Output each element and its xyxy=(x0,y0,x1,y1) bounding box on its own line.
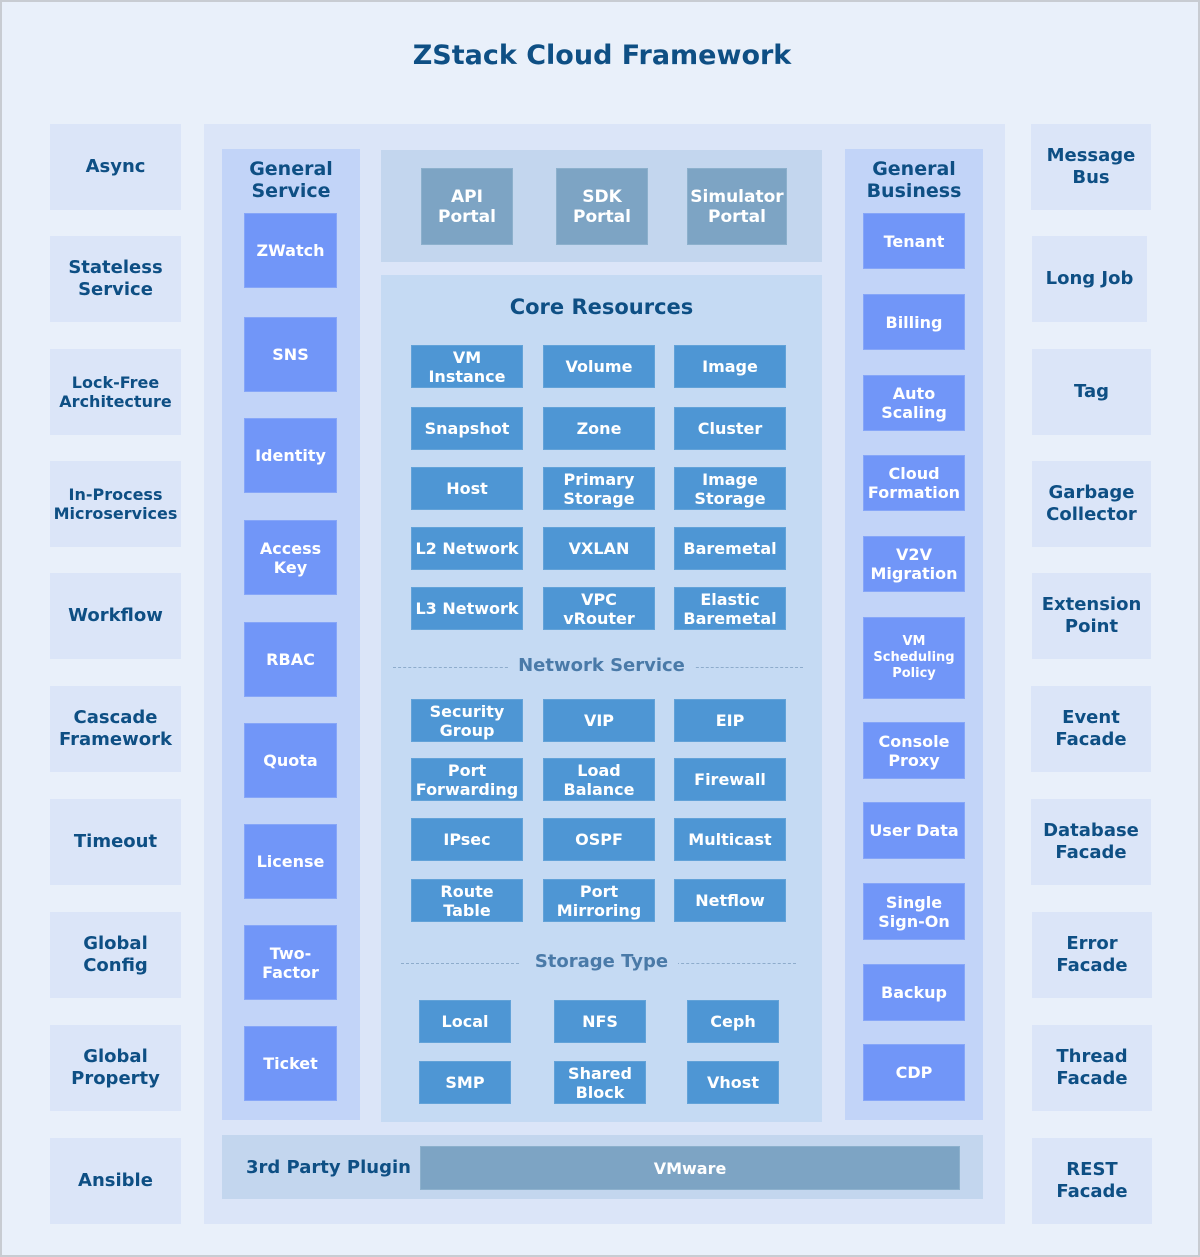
storage-vhost: Vhost xyxy=(687,1061,779,1104)
resource-vm-instance: VM Instance xyxy=(411,345,523,388)
network-eip: EIP xyxy=(674,699,786,742)
feature-long-job: Long Job xyxy=(1032,236,1147,322)
divider-dashed xyxy=(681,667,803,668)
portal-api: API Portal xyxy=(421,168,513,245)
network-ipsec: IPsec xyxy=(411,818,523,861)
storage-nfs: NFS xyxy=(554,1000,646,1043)
divider-dashed xyxy=(401,963,519,964)
service-license: License xyxy=(244,824,337,899)
resource-baremetal: Baremetal xyxy=(674,527,786,570)
general-service-title: General Service xyxy=(249,158,333,202)
divider-dashed xyxy=(676,963,796,964)
feature-cascade-framework: Cascade Framework xyxy=(50,686,181,772)
storage-shared-block: Shared Block xyxy=(554,1061,646,1104)
resource-host: Host xyxy=(411,467,523,510)
feature-tag: Tag xyxy=(1032,349,1151,435)
resource-image: Image xyxy=(674,345,786,388)
network-firewall: Firewall xyxy=(674,758,786,801)
network-netflow: Netflow xyxy=(674,879,786,922)
feature-rest-facade: REST Facade xyxy=(1032,1138,1152,1224)
business-tenant: Tenant xyxy=(863,213,965,269)
feature-async: Async xyxy=(50,124,181,210)
network-security-group: Security Group xyxy=(411,699,523,742)
general-business-title: General Business xyxy=(866,158,962,202)
business-cdp: CDP xyxy=(863,1044,965,1101)
business-billing: Billing xyxy=(863,294,965,350)
network-service-title: Network Service xyxy=(381,655,822,676)
feature-error-facade: Error Facade xyxy=(1032,912,1152,998)
feature-event-facade: Event Facade xyxy=(1031,686,1151,772)
feature-global-config: Global Config xyxy=(50,912,181,998)
resource-l3-network: L3 Network xyxy=(411,587,523,630)
resource-cluster: Cluster xyxy=(674,407,786,450)
feature-timeout: Timeout xyxy=(50,799,181,885)
business-auto-scaling: Auto Scaling xyxy=(863,375,965,431)
business-user-data: User Data xyxy=(863,802,965,859)
feature-thread-facade: Thread Facade xyxy=(1032,1025,1152,1111)
resource-primary-storage: Primary Storage xyxy=(543,467,655,510)
resource-elastic-baremetal: Elastic Baremetal xyxy=(674,587,786,630)
network-multicast: Multicast xyxy=(674,818,786,861)
service-two-factor: Two- Factor xyxy=(244,925,337,1000)
feature-in-process-microservices: In-Process Microservices xyxy=(50,461,181,547)
resource-zone: Zone xyxy=(543,407,655,450)
feature-database-facade: Database Facade xyxy=(1031,799,1151,885)
resource-l2-network: L2 Network xyxy=(411,527,523,570)
core-resources-title: Core Resources xyxy=(509,295,694,319)
business-console-proxy: Console Proxy xyxy=(863,722,965,779)
network-port-mirroring: Port Mirroring xyxy=(543,879,655,922)
network-ospf: OSPF xyxy=(543,818,655,861)
storage-smp: SMP xyxy=(419,1061,511,1104)
resource-vxlan: VXLAN xyxy=(543,527,655,570)
business-cloud-formation: Cloud Formation xyxy=(863,455,965,511)
service-access-key: Access Key xyxy=(244,520,337,595)
portal-area: API Portal SDK Portal Simulator Portal xyxy=(381,150,822,262)
feature-global-property: Global Property xyxy=(50,1025,181,1111)
third-party-plugin-bar: 3rd Party Plugin VMware xyxy=(222,1135,983,1199)
storage-local: Local xyxy=(419,1000,511,1043)
resource-snapshot: Snapshot xyxy=(411,407,523,450)
portal-sdk: SDK Portal xyxy=(556,168,648,245)
storage-type-title-text: Storage Type xyxy=(524,951,679,972)
service-quota: Quota xyxy=(244,723,337,798)
third-party-plugin-label: 3rd Party Plugin xyxy=(246,1156,411,1178)
service-rbac: RBAC xyxy=(244,622,337,697)
resource-vpc-vrouter: VPC vRouter xyxy=(543,587,655,630)
storage-type-title: Storage Type xyxy=(381,951,822,972)
feature-workflow: Workflow xyxy=(50,573,181,659)
network-route-table: Route Table xyxy=(411,879,523,922)
feature-stateless-service: Stateless Service xyxy=(50,236,181,322)
resource-image-storage: Image Storage xyxy=(674,467,786,510)
feature-ansible: Ansible xyxy=(50,1138,181,1224)
portal-simulator: Simulator Portal xyxy=(687,168,787,245)
service-identity: Identity xyxy=(244,418,337,493)
business-v2v-migration: V2V Migration xyxy=(863,536,965,592)
service-zwatch: ZWatch xyxy=(244,213,337,288)
feature-garbage-collector: Garbage Collector xyxy=(1032,461,1151,547)
network-port-forwarding: Port Forwarding xyxy=(411,758,523,801)
network-vip: VIP xyxy=(543,699,655,742)
service-ticket: Ticket xyxy=(244,1026,337,1101)
network-service-title-text: Network Service xyxy=(508,655,695,676)
divider-dashed xyxy=(393,667,513,668)
feature-extension-point: Extension Point xyxy=(1032,573,1151,659)
resource-volume: Volume xyxy=(543,345,655,388)
feature-lock-free-architecture: Lock-Free Architecture xyxy=(50,349,181,435)
feature-message-bus: Message Bus xyxy=(1031,124,1151,210)
business-vm-scheduling-policy: VM Scheduling Policy xyxy=(863,617,965,699)
network-load-balance: Load Balance xyxy=(543,758,655,801)
storage-ceph: Ceph xyxy=(687,1000,779,1043)
diagram-title: ZStack Cloud Framework xyxy=(412,40,792,71)
business-single-sign-on: Single Sign-On xyxy=(863,883,965,940)
business-backup: Backup xyxy=(863,964,965,1021)
service-sns: SNS xyxy=(244,317,337,392)
plugin-vmware: VMware xyxy=(420,1146,960,1190)
